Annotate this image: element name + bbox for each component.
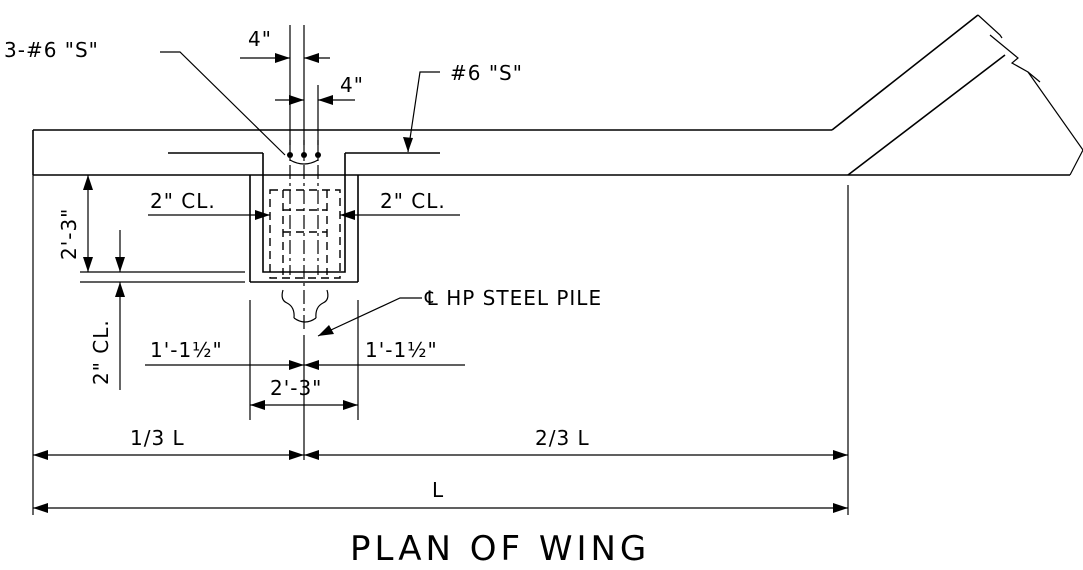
label-two-thirds-L: 2/3 L [535,426,590,450]
callout-pile-centerline: ℄ HP STEEL PILE [317,286,602,337]
label-4in-top: 4" [248,27,272,51]
label-pile-centerline: ℄ HP STEEL PILE [424,286,602,310]
label-3-6s: 3-#6 "S" [4,38,99,62]
label-offset-left: 1'-1½" [150,338,223,362]
rebar-dots [287,152,321,158]
label-2in-cl-right: 2" CL. [380,189,446,213]
label-6s: #6 "S" [450,61,523,85]
label-third-L: 1/3 L [130,426,185,450]
label-total-L: L [432,478,444,502]
wing-outline [32,14,1083,176]
label-offset-right: 1'-1½" [365,338,438,362]
dim-4in-top: 4" [240,25,330,145]
label-4in-right: 4" [340,73,364,97]
rebar-dot-1 [287,152,293,158]
callout-6s: #6 "S" [403,61,523,153]
dim-length: 1/3 L 2/3 L L [32,175,849,515]
drawing-title: PLAN OF WING [350,529,650,569]
dim-2in-clear-vertical: 2" CL. [89,230,125,390]
label-2in-cl-vertical: 2" CL. [89,319,113,385]
dim-2ft-3in-vertical: 2'-3" [57,175,245,283]
label-2in-cl-left: 2" CL. [150,189,216,213]
rebar-dot-2 [301,152,307,158]
callout-3-6s: 3-#6 "S" [4,38,286,156]
dim-2in-clear-horizontal: 2" CL. 2" CL. [148,189,460,220]
rebar-dot-3 [315,152,321,158]
label-width-2ft-3in: 2'-3" [270,376,322,400]
dim-offsets: 1'-1½" 1'-1½" 2'-3" [145,300,465,460]
dim-4in-right: 4" [275,73,364,105]
hp-steel-pile [269,140,341,330]
label-2ft-3in-vertical: 2'-3" [57,208,81,260]
